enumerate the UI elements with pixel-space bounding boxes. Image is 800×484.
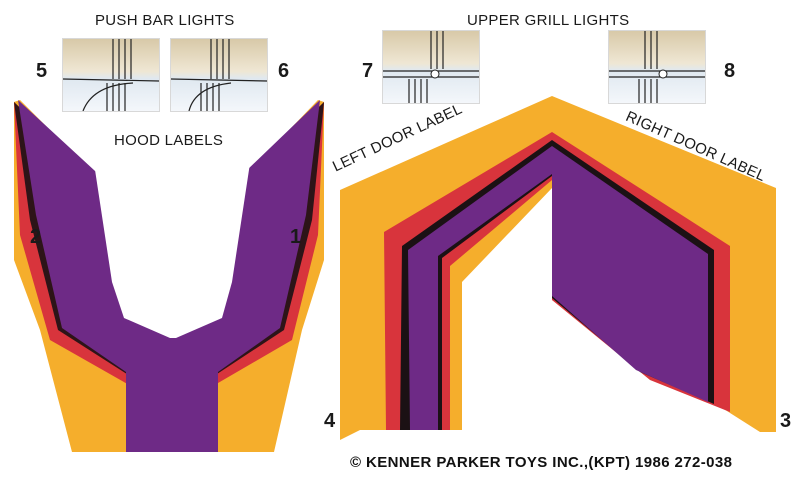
- push-bar-lights-heading: PUSH BAR LIGHTS: [95, 12, 235, 29]
- hood-labels-heading: HOOD LABELS: [114, 132, 224, 149]
- push-bar-light-5: [62, 38, 160, 112]
- copyright-line: © KENNER PARKER TOYS INC.,(KPT) 1986 272…: [350, 454, 733, 471]
- item-number-2: 2: [30, 226, 42, 248]
- item-number-8: 8: [724, 60, 736, 82]
- item-number-3: 3: [780, 410, 792, 432]
- upper-grill-light-8: [608, 30, 706, 104]
- upper-grill-light-7: [382, 30, 480, 104]
- item-number-4: 4: [324, 410, 336, 432]
- light-grill-icon: [171, 39, 267, 111]
- light-grill-icon: [609, 31, 705, 103]
- light-grill-icon: [383, 31, 479, 103]
- hood-label-left: [14, 100, 172, 452]
- hood-cutout: [92, 150, 252, 338]
- push-bar-light-6: [170, 38, 268, 112]
- item-number-6: 6: [278, 60, 290, 82]
- light-grill-icon: [63, 39, 159, 111]
- left-door-label: [340, 96, 552, 440]
- item-number-5: 5: [36, 60, 48, 82]
- upper-grill-lights-heading: UPPER GRILL LIGHTS: [467, 12, 630, 29]
- hood-label-right: [172, 100, 324, 452]
- item-number-7: 7: [362, 60, 374, 82]
- item-number-1: 1: [290, 226, 302, 248]
- right-door-label: [552, 96, 776, 432]
